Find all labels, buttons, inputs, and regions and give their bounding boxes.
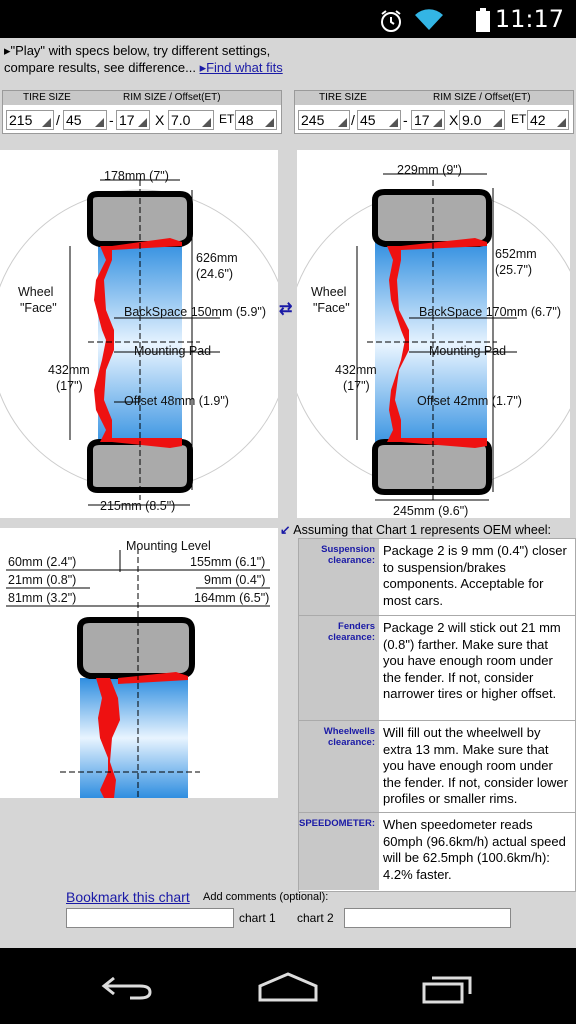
svg-text:BackSpace 150mm (5.9"): BackSpace 150mm (5.9") [124,305,266,319]
svg-text:"Face": "Face" [313,301,350,315]
svg-text:652mm: 652mm [495,247,537,261]
wheel-diagram-2: 229mm (9") 652mm (25.7") Wheel "Face" Ba… [297,150,570,518]
rim-barrel [80,678,188,798]
svg-text:60mm (2.4"): 60mm (2.4") [8,555,76,569]
svg-text:(24.6"): (24.6") [196,267,233,281]
svg-text:432mm: 432mm [48,363,90,377]
bookmark-link[interactable]: Bookmark this chart [66,889,190,905]
assumption-note: ↙ Assuming that Chart 1 represents OEM w… [280,523,552,537]
offset-select-1[interactable]: 48 [235,110,277,130]
chart2-label: chart 2 [297,911,334,925]
svg-text:Mounting Pad: Mounting Pad [134,344,211,358]
svg-text:81mm (3.2"): 81mm (3.2") [8,591,76,605]
svg-text:626mm: 626mm [196,251,238,265]
svg-text:229mm (9"): 229mm (9") [397,163,462,177]
back-icon[interactable] [100,972,156,1002]
comparison-table: Suspension clearance: Package 2 is 9 mm … [298,538,576,892]
fenders-row: Fenders clearance: Package 2 will stick … [299,616,575,721]
wheel-diagram-1: 178mm (7") 626mm (24.6") Wheel "Face" Ba… [0,150,278,518]
chart1-label: chart 1 [239,911,276,925]
tire-bottom [87,439,193,493]
suspension-row: Suspension clearance: Package 2 is 9 mm … [299,539,575,616]
alarm-icon [381,10,401,32]
spec-panel-2: TIRE SIZE RIM SIZE / Offset(ET) 245 / 45… [294,90,574,134]
svg-text:(25.7"): (25.7") [495,263,532,277]
wheel-face [94,246,114,442]
svg-text:Offset 48mm (1.9"): Offset 48mm (1.9") [124,394,229,408]
status-bar: 11:17 [0,0,576,38]
comments-label: Add comments (optional): [203,891,329,903]
spec-header: TIRE SIZE RIM SIZE / Offset(ET) [3,91,281,105]
recents-icon[interactable] [420,970,476,1004]
tire-profile-select-1[interactable]: 45 [63,110,107,130]
clock: 11:17 [494,5,564,33]
chart2-comment-input[interactable] [344,908,511,928]
chart1-comment-input[interactable] [66,908,234,928]
offset-select-2[interactable]: 42 [527,110,569,130]
navigation-bar [0,948,576,1024]
wheel-face [96,678,120,798]
svg-text:Offset 42mm (1.7"): Offset 42mm (1.7") [417,394,522,408]
svg-text:BackSpace 170mm (6.7"): BackSpace 170mm (6.7") [419,305,561,319]
svg-text:21mm (0.8"): 21mm (0.8") [8,573,76,587]
svg-text:178mm (7"): 178mm (7") [104,169,169,183]
tire-bottom [372,439,492,495]
spec-header: TIRE SIZE RIM SIZE / Offset(ET) [295,91,573,105]
svg-text:(17"): (17") [56,379,83,393]
speedometer-row: SPEEDOMETER: When speedometer reads 60mp… [299,813,575,890]
svg-text:"Face": "Face" [20,301,57,315]
tire-top [77,617,195,679]
svg-text:432mm: 432mm [335,363,377,377]
svg-text:245mm (9.6"): 245mm (9.6") [393,504,468,518]
spec-panel-1: TIRE SIZE RIM SIZE / Offset(ET) 215 / 45… [2,90,282,134]
rim-width-select-1[interactable]: 7.0 [168,110,214,130]
svg-text:164mm (6.5"): 164mm (6.5") [194,591,269,605]
svg-text:(17"): (17") [343,379,370,393]
intro-text: ▸"Play" with specs below, try different … [4,43,283,75]
rim-width-select-2[interactable]: 9.0 [459,110,505,130]
svg-text:Mounting Pad: Mounting Pad [429,344,506,358]
svg-text:155mm (6.1"): 155mm (6.1") [190,555,265,569]
svg-text:Wheel: Wheel [311,285,346,299]
rim-diameter-select-1[interactable]: 17 [116,110,150,130]
tire-width-select-1[interactable]: 215 [6,110,54,130]
wheel-face [387,246,409,442]
svg-text:9mm (0.4"): 9mm (0.4") [204,573,265,587]
overlap-diagram: Mounting Level 60mm (2.4") 21mm (0.8") 8… [0,528,278,798]
find-what-fits-link[interactable]: ▸Find what fits [199,60,283,75]
tire-width-select-2[interactable]: 245 [298,110,350,130]
tire-top [372,189,492,247]
svg-text:Mounting Level: Mounting Level [126,539,211,553]
svg-text:215mm (8.5"): 215mm (8.5") [100,499,175,513]
swap-icon[interactable]: ⇄ [279,301,293,318]
home-icon[interactable] [256,970,320,1004]
svg-text:Wheel: Wheel [18,285,53,299]
wheelwells-row: Wheelwells clearance: Will fill out the … [299,721,575,813]
wifi-icon [415,9,443,31]
rim-diameter-select-2[interactable]: 17 [411,110,445,130]
battery-icon [476,8,490,32]
arrow-down-left-icon: ↙ [280,523,291,537]
tire-profile-select-2[interactable]: 45 [357,110,401,130]
